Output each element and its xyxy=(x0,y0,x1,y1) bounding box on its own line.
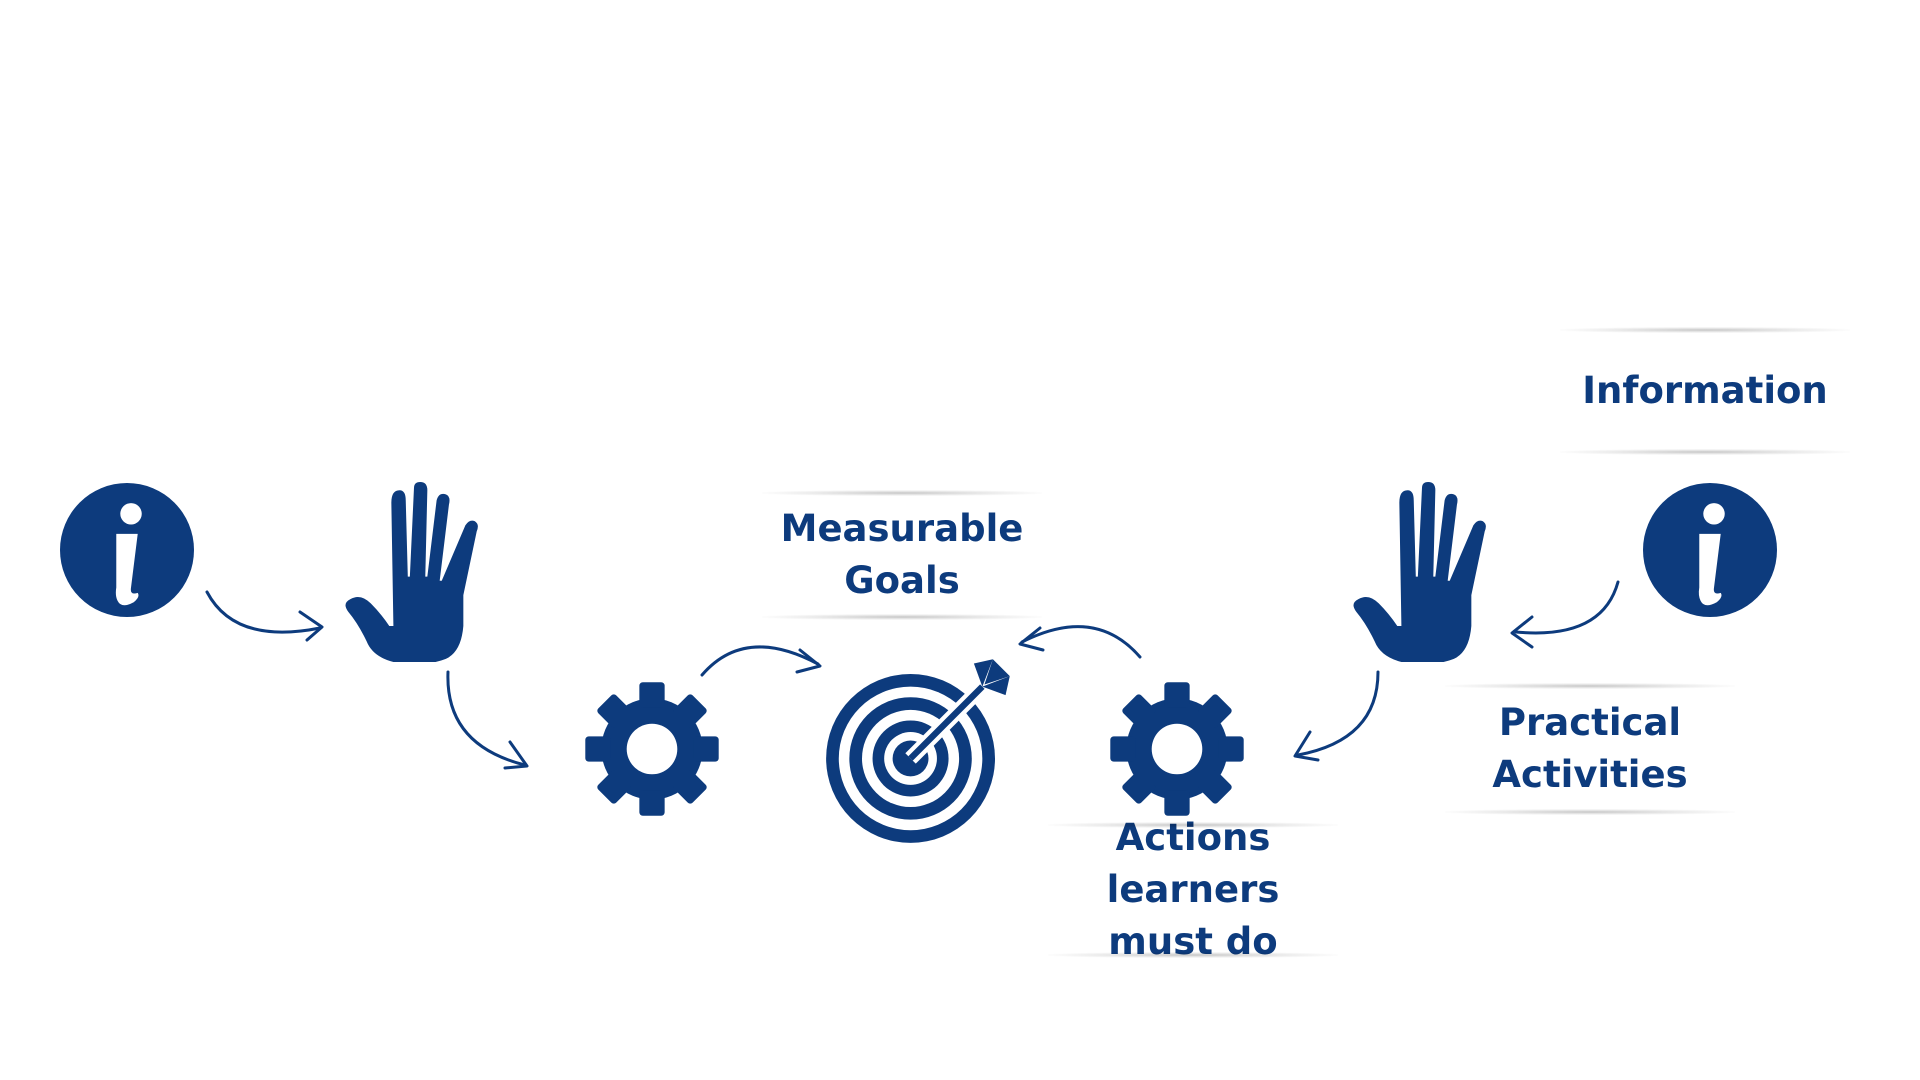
curved-arrow-icon xyxy=(446,670,529,770)
curved-arrow-icon xyxy=(1510,580,1620,649)
curved-arrow-icon xyxy=(1293,670,1380,762)
information-label: Information xyxy=(1582,369,1828,412)
curved-arrow-icon xyxy=(205,590,324,642)
measurable-goals-label: Measurable Goals xyxy=(780,507,1024,602)
curved-arrow-icon xyxy=(1018,625,1142,659)
practical-activities-label: Practical Activities xyxy=(1492,701,1688,796)
information-label-box: Information xyxy=(1560,327,1850,455)
actions-learners-label-box: Actions learners must do xyxy=(1048,816,1338,963)
measurable-goals-label-box: Measurable Goals xyxy=(762,490,1042,620)
curved-arrow-icon xyxy=(700,645,822,677)
actions-learners-label: Actions learners must do xyxy=(1106,816,1280,963)
practical-activities-label-box: Practical Activities xyxy=(1445,683,1735,815)
